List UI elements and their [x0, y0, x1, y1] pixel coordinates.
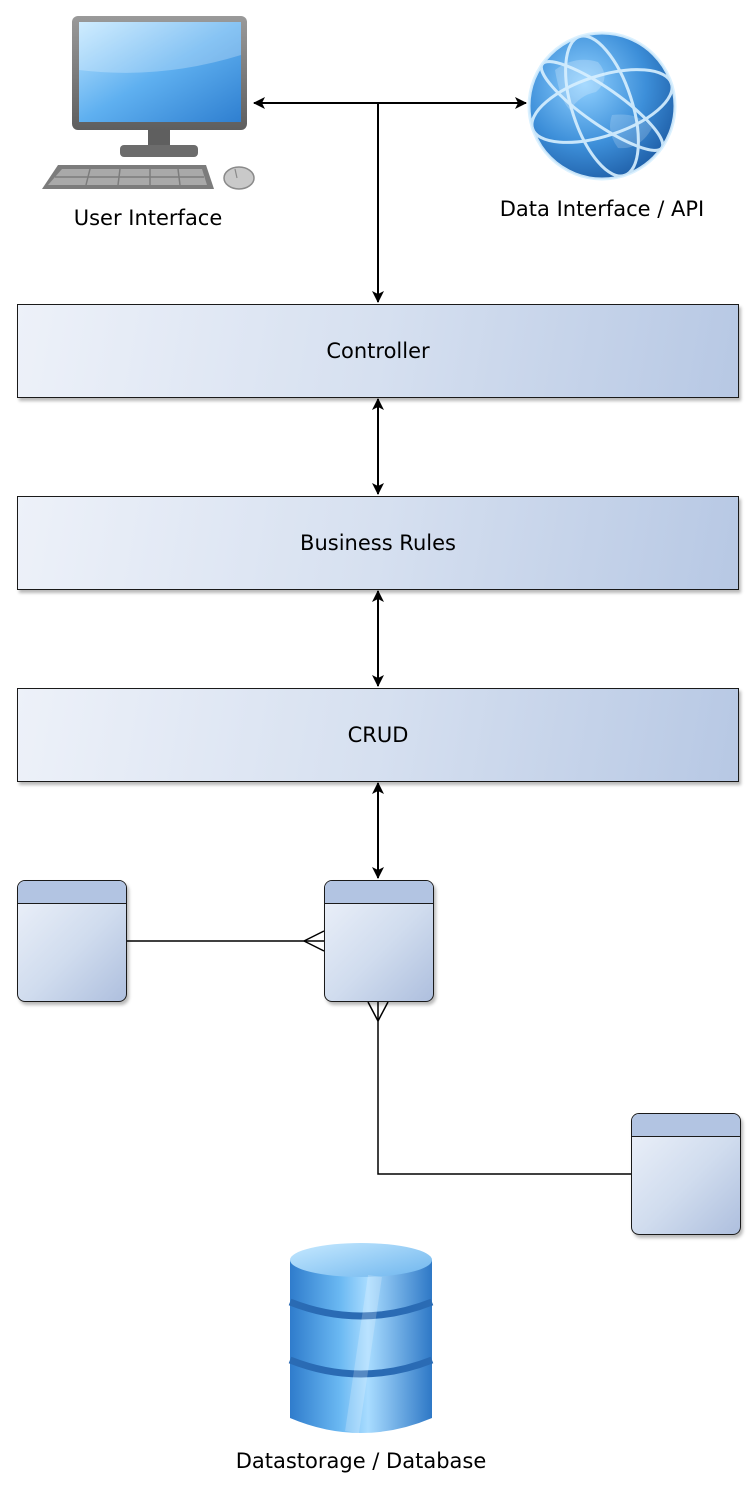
data-interface-label: Data Interface / API — [499, 197, 705, 221]
connector-ui-api-controller — [253, 97, 527, 303]
relationship-center-right — [367, 1001, 631, 1175]
entity-table-right[interactable] — [631, 1113, 741, 1235]
business-rules-layer-label: Business Rules — [300, 531, 456, 555]
entity-header — [632, 1114, 740, 1137]
globe-icon — [527, 31, 677, 181]
entity-header — [18, 881, 126, 904]
entity-header — [325, 881, 433, 904]
database-label: Datastorage / Database — [235, 1449, 487, 1473]
entity-table-left[interactable] — [17, 880, 127, 1002]
crud-layer-label: CRUD — [347, 723, 409, 747]
controller-layer-label: Controller — [326, 339, 430, 363]
user-interface-label: User Interface — [73, 206, 223, 230]
entity-table-center[interactable] — [324, 880, 434, 1002]
crud-layer[interactable]: CRUD — [17, 688, 739, 782]
database-cylinder-icon — [288, 1243, 434, 1434]
relationship-left-center — [127, 930, 325, 952]
desktop-computer-icon — [42, 16, 255, 190]
business-rules-layer[interactable]: Business Rules — [17, 496, 739, 590]
controller-layer[interactable]: Controller — [17, 304, 739, 398]
